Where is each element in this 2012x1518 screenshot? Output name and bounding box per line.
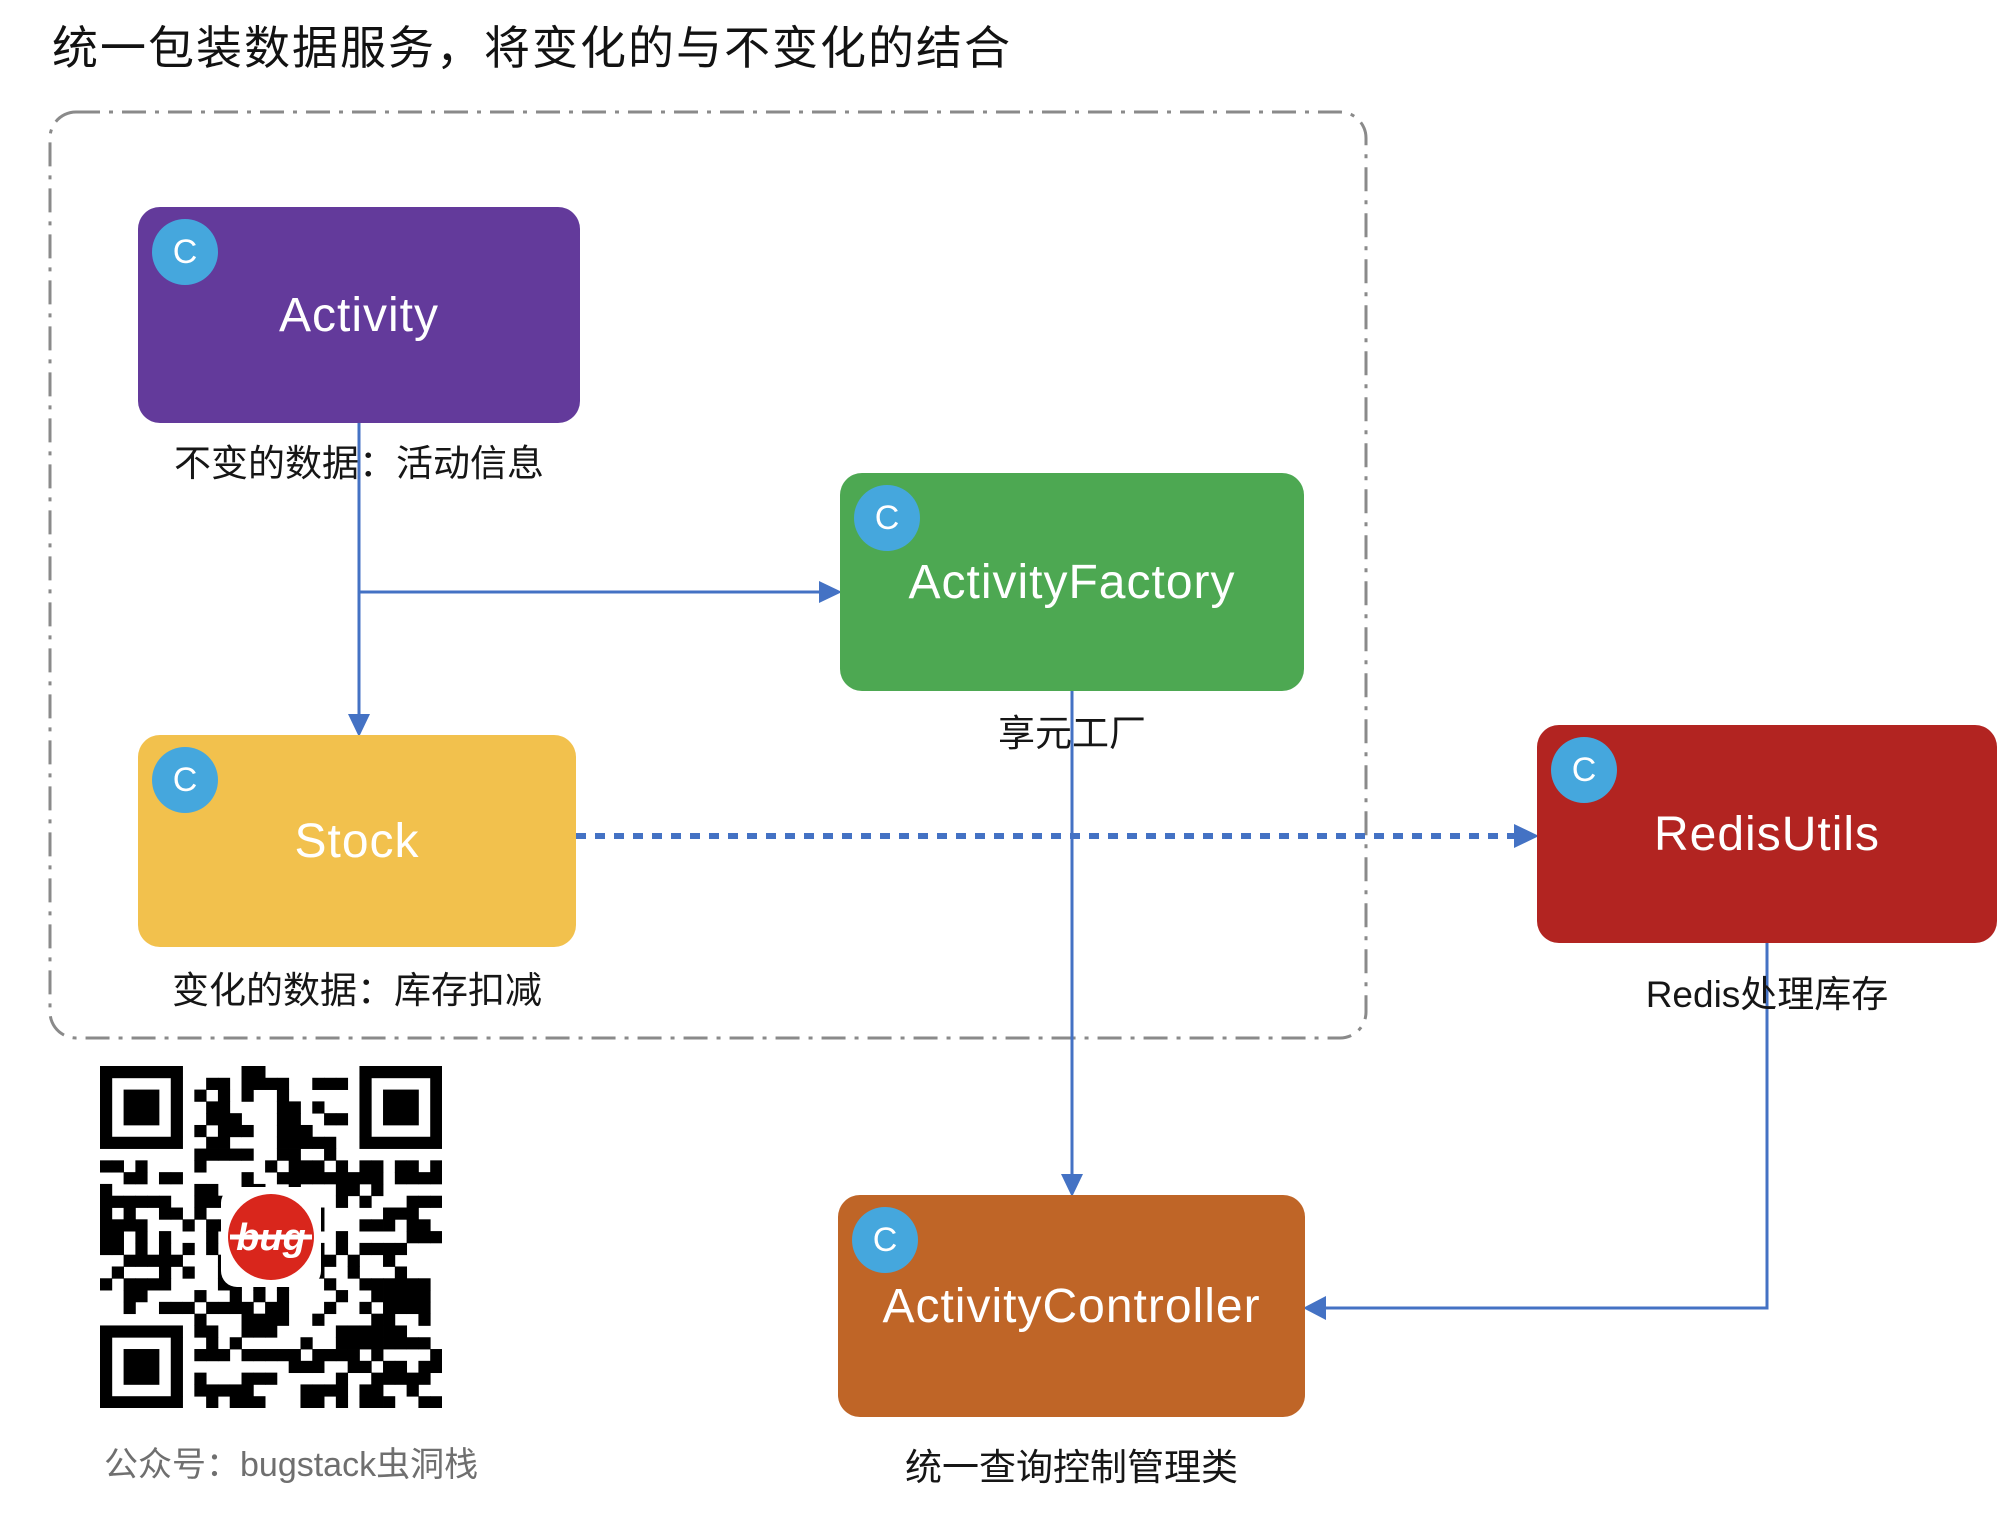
group-border (48, 110, 1368, 1040)
node-caption-activity-controller: 统一查询控制管理类 (905, 1447, 1238, 1488)
qr-code-image: bug (100, 1066, 443, 1409)
class-badge-icon: C (152, 219, 218, 285)
node-label: RedisUtils (1653, 807, 1881, 861)
class-node-activity: C Activity (138, 207, 580, 423)
node-label: Activity (278, 288, 439, 342)
arrowhead-down-controller (1061, 1174, 1083, 1197)
node-caption-activity-factory: 享元工厂 (998, 713, 1146, 754)
class-node-stock: C Stock (138, 735, 576, 947)
qr-logo-text: bug (236, 1217, 306, 1259)
page-title: 统一包装数据服务，将变化的与不变化的结合 (52, 22, 1012, 74)
node-caption-activity: 不变的数据：活动信息 (174, 443, 544, 484)
node-label: ActivityController (882, 1279, 1261, 1333)
arrowhead-left-controller (1303, 1296, 1326, 1320)
qr-code: bug (100, 1066, 443, 1409)
node-label: Stock (294, 814, 420, 868)
arrowhead-right-redis (1514, 824, 1539, 848)
arrowhead-down-stock (348, 714, 370, 737)
arrowhead-right-factory (819, 581, 842, 603)
class-badge-icon: C (152, 747, 218, 813)
class-node-redis-utils: C RedisUtils (1537, 725, 1997, 943)
class-node-activity-factory: C ActivityFactory (840, 473, 1304, 691)
class-node-activity-controller: C ActivityController (838, 1195, 1305, 1417)
node-caption-stock: 变化的数据：库存扣减 (172, 970, 542, 1011)
class-badge-icon: C (1551, 737, 1617, 803)
class-badge-icon: C (854, 485, 920, 551)
node-label: ActivityFactory (908, 555, 1236, 609)
class-badge-icon: C (852, 1207, 918, 1273)
edge-redis-controller (1324, 943, 1769, 1310)
qr-caption: 公众号：bugstack虫洞栈 (104, 1446, 479, 1484)
node-caption-redis-utils: Redis处理库存 (1645, 974, 1889, 1015)
